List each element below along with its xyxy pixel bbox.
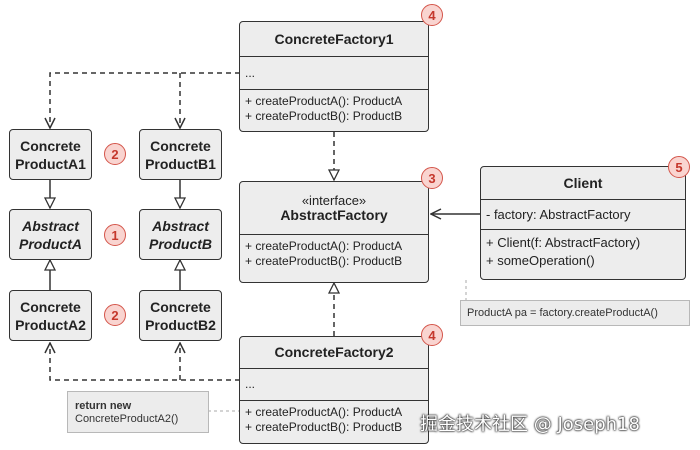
- abstract-factory-header: «interface» AbstractFactory: [240, 182, 428, 234]
- factory2-note-text: ConcreteProductA2(): [75, 413, 179, 425]
- client-class: Client - factory: AbstractFactory + Clie…: [480, 166, 686, 280]
- dep-factory2-to-a2: [50, 343, 240, 381]
- badge-interface: 3: [421, 167, 443, 189]
- factory2-note-keyword: return new: [75, 400, 132, 412]
- client-code-note-text: ProductA pa = factory.createProductA(): [467, 307, 658, 319]
- client-name: Client: [563, 174, 603, 191]
- badge-concrete-a1: 2: [104, 143, 126, 165]
- client-field: - factory: AbstractFactory: [481, 199, 685, 229]
- concrete-product-b2: Concrete ProductB2: [139, 290, 222, 341]
- watermark: 掘金技术社区 @ Joseph18: [420, 414, 640, 435]
- concrete-factory2-method-a: + createProductA(): ProductA: [245, 405, 403, 419]
- concrete-factory2-methods: + createProductA(): ProductA + createPro…: [240, 400, 428, 443]
- concrete-factory1-method-a: + createProductA(): ProductA: [245, 94, 403, 108]
- concrete-factory2-method-b: + createProductB(): ProductB: [245, 420, 403, 434]
- abstract-factory-interface: «interface» AbstractFactory + createProd…: [239, 181, 429, 283]
- concrete-product-a2: Concrete ProductA2: [9, 290, 92, 341]
- concrete-factory1-fields: ...: [240, 56, 428, 89]
- abstract-factory-method-b: + createProductB(): ProductB: [245, 254, 403, 268]
- abstract-factory-methods: + createProductA(): ProductA + createPro…: [240, 234, 428, 282]
- badge-factory2: 4: [421, 324, 443, 346]
- concrete-factory1-class: ConcreteFactory1 ... + createProductA():…: [239, 21, 429, 132]
- concrete-factory1-name: ConcreteFactory1: [274, 30, 394, 47]
- concrete-factory2-class: ConcreteFactory2 ... + createProductA():…: [239, 336, 429, 444]
- client-code-note: ProductA pa = factory.createProductA(): [460, 300, 690, 326]
- badge-client: 5: [668, 156, 690, 178]
- badge-abstract-a: 1: [104, 224, 126, 246]
- client-some-operation: + someOperation(): [486, 253, 595, 268]
- client-constructor: + Client(f: AbstractFactory): [486, 235, 641, 250]
- concrete-factory1-methods: + createProductA(): ProductA + createPro…: [240, 89, 428, 131]
- concrete-factory2-fields: ...: [240, 368, 428, 400]
- concrete-factory2-name: ConcreteFactory2: [274, 344, 394, 360]
- client-methods: + Client(f: AbstractFactory) + someOpera…: [481, 229, 685, 279]
- concrete-factory1-method-b: + createProductB(): ProductB: [245, 109, 403, 123]
- concrete-product-b1: Concrete ProductB1: [139, 129, 222, 180]
- dep-factory1-to-a1: [50, 72, 240, 128]
- interface-stereotype: «interface»: [301, 193, 367, 208]
- badge-concrete-a2: 2: [104, 304, 126, 326]
- abstract-factory-name: AbstractFactory: [280, 207, 388, 223]
- abstract-factory-method-a: + createProductA(): ProductA: [245, 239, 403, 253]
- abstract-product-a: Abstract ProductA: [9, 209, 92, 260]
- abstract-product-b: Abstract ProductB: [139, 209, 222, 260]
- badge-factory1: 4: [421, 4, 443, 26]
- concrete-product-a1: Concrete ProductA1: [9, 129, 92, 180]
- factory2-code-note: return new ConcreteProductA2(): [67, 391, 209, 433]
